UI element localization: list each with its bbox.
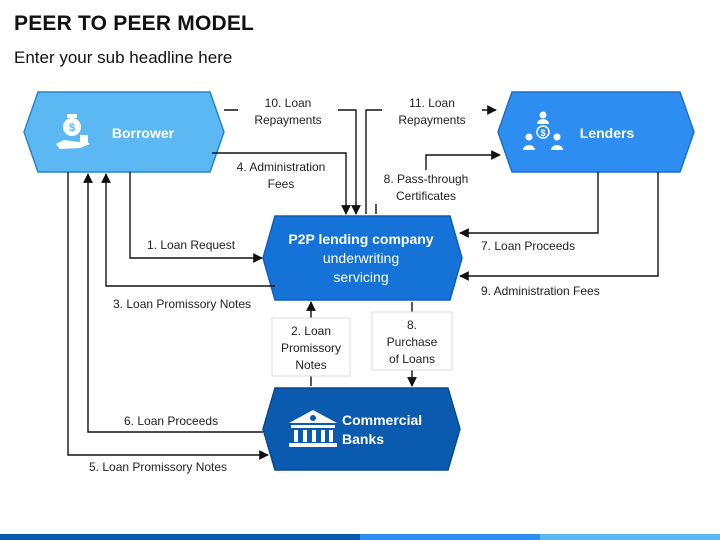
label-6: 6. Loan Proceeds — [124, 414, 218, 428]
arrow-1-loan-request — [129, 172, 263, 263]
label-8a-line1: 8. — [407, 318, 417, 332]
banks-label-line1: Commercial — [342, 412, 422, 428]
label-9: 9. Administration Fees — [481, 284, 600, 298]
arrow-5-promissory-notes — [67, 172, 269, 460]
commercial-banks-node[interactable]: Commercial Banks — [262, 387, 461, 471]
arrow-4-admin-fees — [212, 152, 351, 215]
arrow-7-loan-proceeds — [459, 172, 599, 238]
label-10-line1: 10. Loan — [265, 96, 312, 110]
label-4-line2: Fees — [268, 177, 295, 191]
page-subtitle: Enter your sub headline here — [14, 48, 233, 67]
p2p-label-line1: P2P lending company — [288, 231, 433, 247]
footer-color-bar — [0, 534, 720, 540]
label-8b-line1: 8. Pass-through — [384, 172, 469, 186]
label-11-line2: Repayments — [398, 113, 465, 127]
svg-text:$: $ — [540, 128, 545, 138]
borrower-label: Borrower — [112, 125, 175, 141]
arrow-8-pass-through — [425, 150, 501, 172]
p2p-label-line3: servicing — [333, 269, 388, 285]
page-title: PEER TO PEER MODEL — [14, 12, 255, 35]
label-11-line1: 11. Loan — [409, 96, 455, 110]
lenders-label: Lenders — [580, 125, 635, 141]
arrow-6-loan-proceeds — [83, 173, 263, 433]
money-bag-hand-icon: $ — [56, 114, 90, 149]
borrower-node[interactable]: $ Borrower — [23, 91, 225, 173]
label-7: 7. Loan Proceeds — [481, 239, 575, 253]
label-2-line3: Notes — [295, 358, 326, 372]
banks-label-line2: Banks — [342, 431, 384, 447]
label-10-line2: Repayments — [254, 113, 321, 127]
label-2-line2: Promissory — [281, 341, 341, 355]
label-4-line1: 4. Administration — [237, 160, 326, 174]
people-network-icon: $ — [523, 111, 563, 150]
arrow-9-admin-fees — [459, 172, 659, 281]
label-3: 3. Loan Promissory Notes — [113, 297, 251, 311]
p2p-company-node[interactable]: P2P lending company underwriting servici… — [262, 215, 463, 301]
p2p-label-line2: underwriting — [323, 250, 399, 266]
label-8a-line3: of Loans — [389, 352, 435, 366]
bank-building-icon — [289, 410, 337, 447]
label-8b-line2: Certificates — [396, 189, 456, 203]
label-8a-line2: Purchase — [387, 335, 438, 349]
label-1: 1. Loan Request — [147, 238, 236, 252]
arrow-3-promissory-notes — [101, 173, 275, 287]
lenders-node[interactable]: $ Lenders — [497, 91, 695, 173]
svg-text:$: $ — [69, 122, 75, 134]
label-2-line1: 2. Loan — [291, 324, 331, 338]
label-5: 5. Loan Promissory Notes — [89, 460, 227, 474]
